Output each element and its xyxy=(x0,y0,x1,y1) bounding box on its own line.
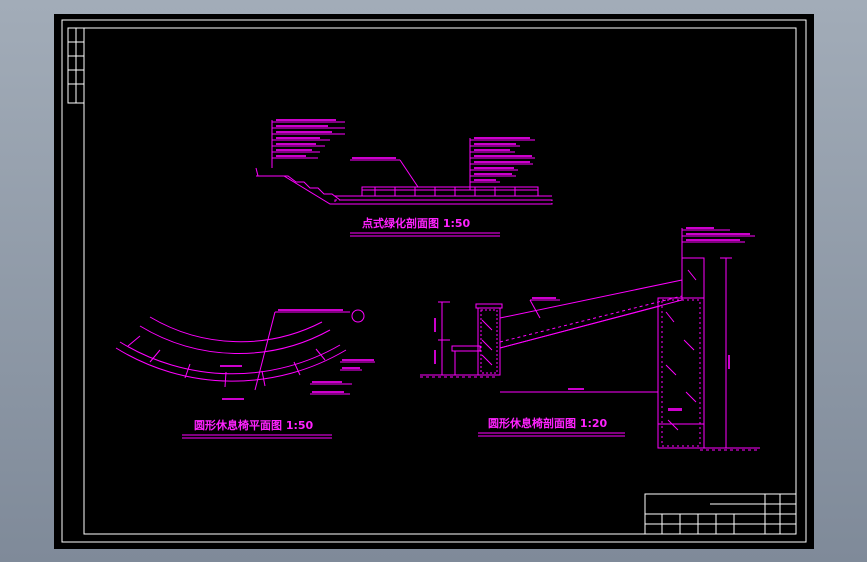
outer-frame xyxy=(61,19,807,543)
inner-frame xyxy=(83,27,797,535)
drawing-sheet: 点式绿化剖面图 1:50 xyxy=(54,14,814,549)
top-section-title: 点式绿化剖面图 1:50 xyxy=(362,216,471,230)
binding-margin-block xyxy=(67,27,85,104)
cad-drawing: 点式绿化剖面图 1:50 xyxy=(61,19,807,543)
bench-plan-drawing: 圆形休息椅平面图 1:50 xyxy=(115,309,375,439)
right-note-stack xyxy=(470,137,535,183)
bench-section-title: 圆形休息椅剖面图 1:20 xyxy=(488,416,608,430)
bench-section-drawing: 圆形休息椅剖面图 1:20 xyxy=(420,227,760,451)
title-block xyxy=(644,493,797,535)
left-note-stack xyxy=(272,119,345,159)
bench-plan-title: 圆形休息椅平面图 1:50 xyxy=(194,418,314,432)
top-section-drawing: 点式绿化剖面图 1:50 xyxy=(255,119,553,237)
